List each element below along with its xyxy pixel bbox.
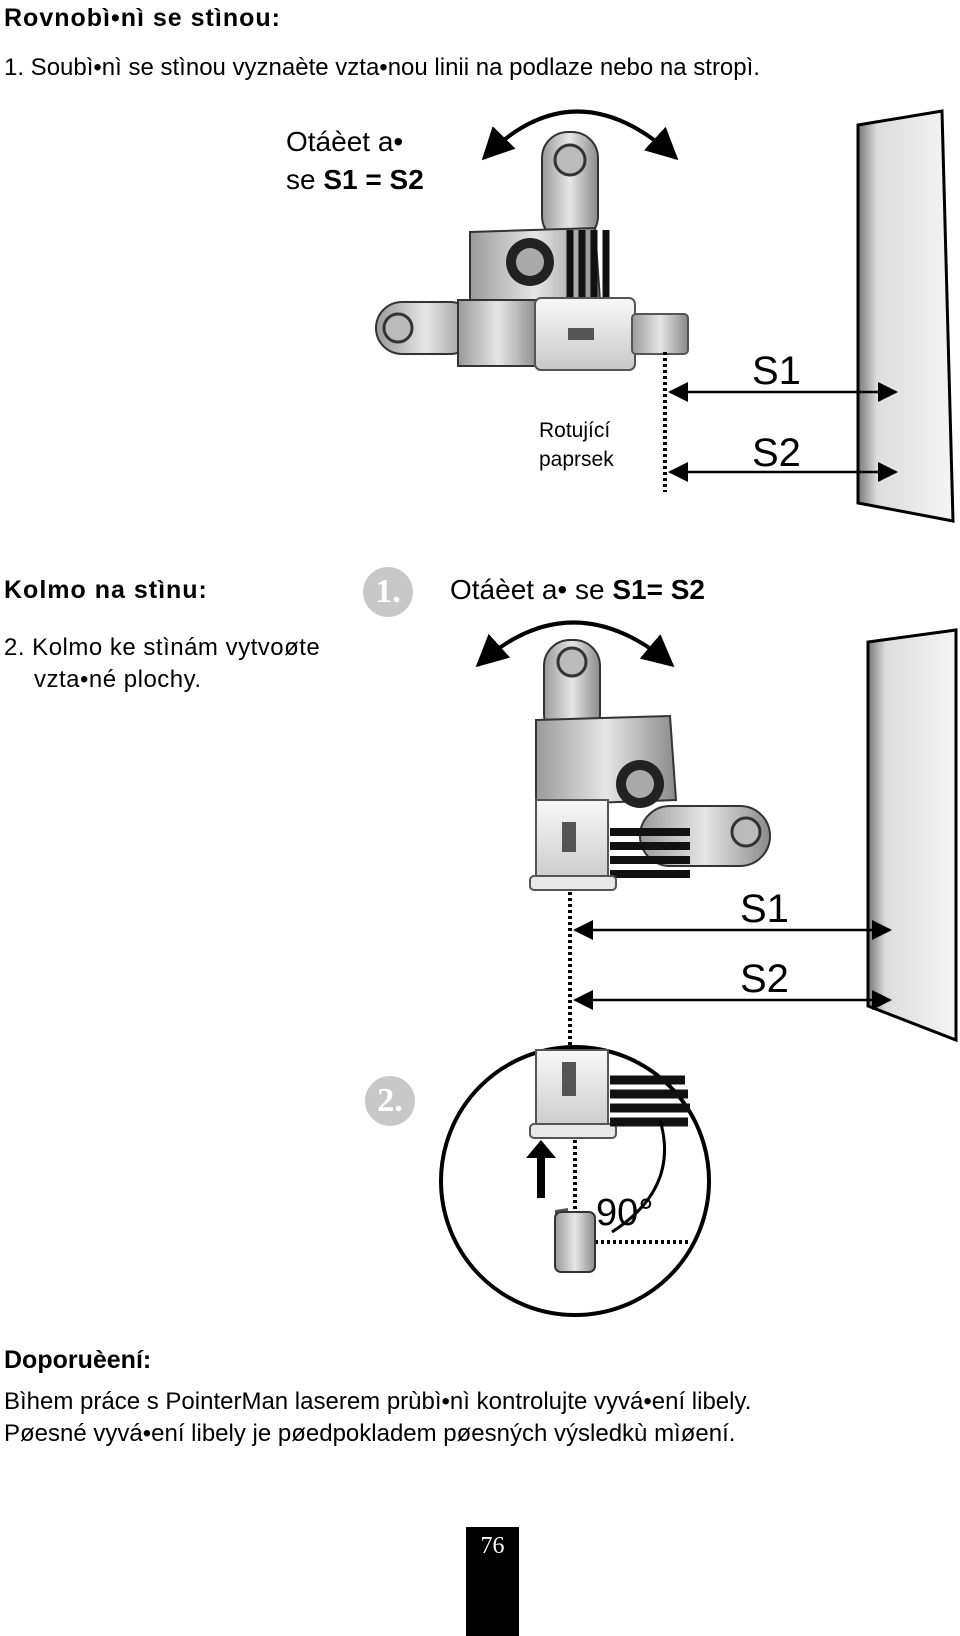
beam-label-line1: Rotující (539, 419, 611, 442)
step-badge-1: 1. (363, 567, 413, 617)
figure2-s2-label: S2 (740, 957, 789, 1001)
figure2-distance-arrows (573, 920, 892, 1010)
section2-heading: Kolmo na stìnu: (4, 576, 208, 604)
section1-caption-bold: S1 = S2 (323, 164, 424, 195)
figure1-rotate-arrow (481, 109, 679, 161)
section1-caption-line2: se S1 = S2 (286, 164, 424, 196)
figure2-detail-circle (439, 1045, 711, 1317)
section2-caption-prefix: Otáèet a• se (450, 574, 613, 605)
figure1-s2-label: S2 (752, 431, 801, 475)
figure1-wall (856, 109, 955, 523)
section1-step: 1. Soubì•nì se stìnou vyznaète vzta•nou … (4, 54, 760, 81)
figure2-rotate-arrow (475, 620, 675, 668)
beam-label-line2: paprsek (539, 448, 614, 471)
figure2-s1-label: S1 (740, 887, 789, 931)
figure1-laser-device (375, 131, 689, 371)
figure2-laser-device (529, 639, 771, 891)
section1-heading: Rovnobì•nì se stìnou: (4, 4, 281, 32)
section2-caption: Otáèet a• se S1= S2 (450, 574, 705, 606)
section2-step-line1: 2. Kolmo ke stìnám vytvoøte (4, 634, 321, 661)
step-badge-2: 2. (365, 1076, 415, 1126)
page-number: 76 (466, 1527, 519, 1636)
section2-caption-bold: S1= S2 (612, 574, 705, 605)
recommendation-line1: Bìhem práce s PointerMan laserem prùbì•n… (4, 1388, 752, 1415)
section2-step: 2. Kolmo ke stìnám vytvoøte vzta•né ploc… (4, 632, 320, 696)
recommendation-line2: Pøesné vyvá•ení libely je pøedpokladem p… (4, 1420, 736, 1447)
recommendation-heading: Doporuèení: (4, 1346, 152, 1374)
figure2-wall (866, 628, 958, 1043)
section1-caption-prefix: se (286, 164, 324, 195)
section1-caption-line1: Otáèet a• (286, 126, 404, 157)
figure1-s1-label: S1 (752, 349, 801, 393)
figure2-angle-label: 90° (596, 1192, 653, 1234)
figure1-distance-arrows (668, 382, 898, 482)
recommendation-text: Bìhem práce s PointerMan laserem prùbì•n… (4, 1386, 751, 1450)
section2-step-line2: vzta•né plochy. (34, 666, 202, 693)
beam-label: Rotující paprsek (539, 416, 614, 474)
